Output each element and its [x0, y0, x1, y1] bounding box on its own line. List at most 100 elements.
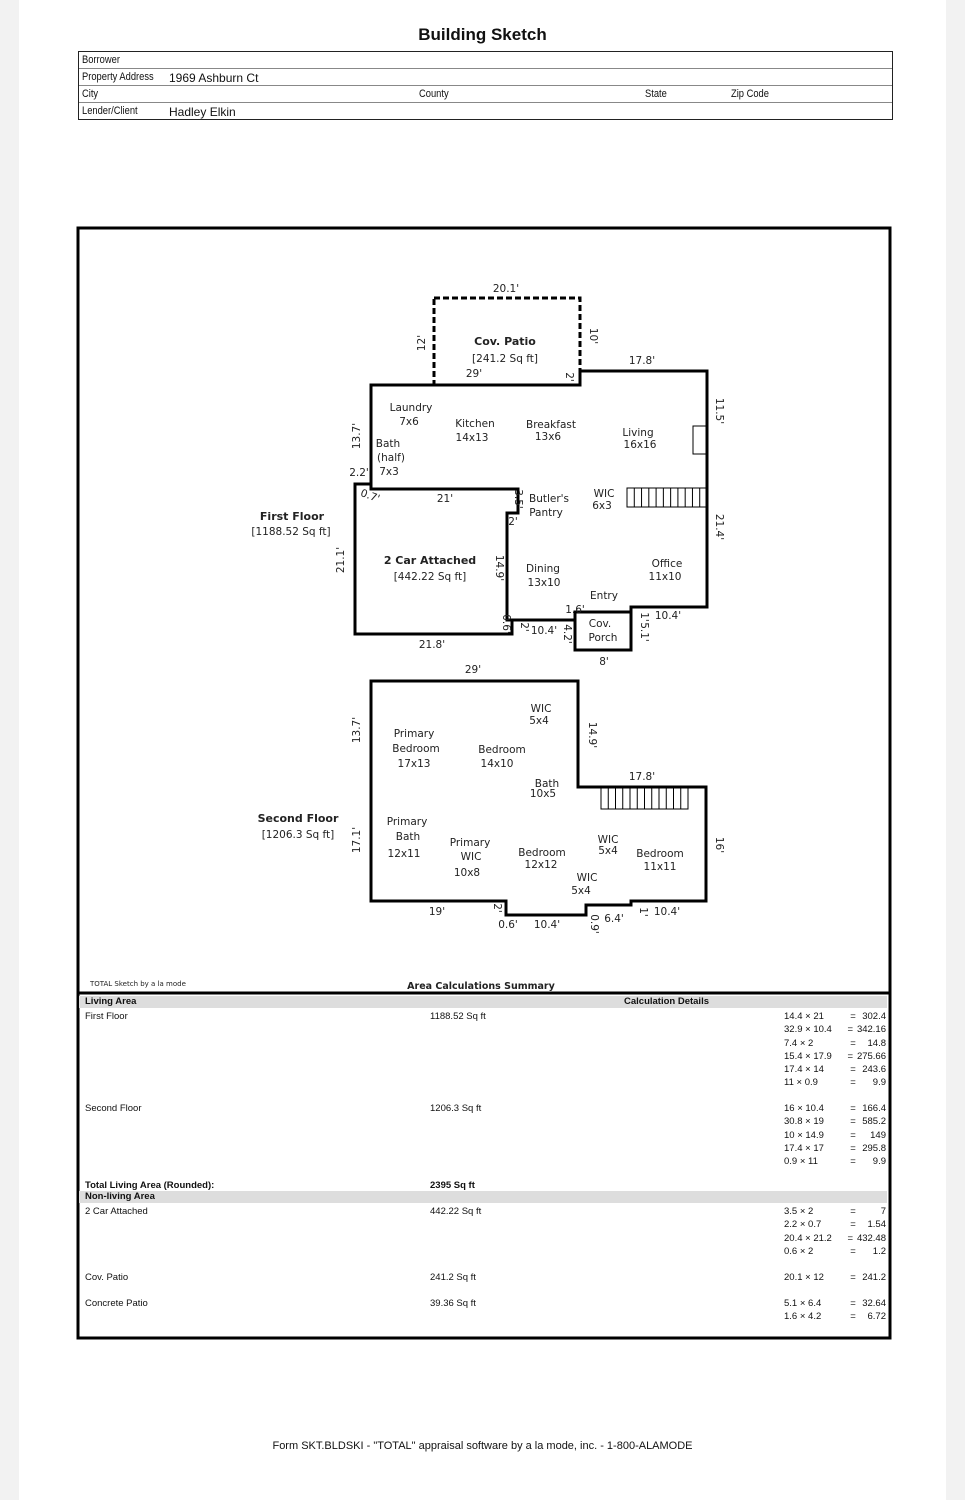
equals: =	[850, 1064, 856, 1076]
room-label: 6x3	[592, 500, 612, 512]
dimension-label: 10.4'	[534, 919, 560, 931]
room-label: Bedroom	[518, 847, 566, 859]
dimension-label: 10.4'	[654, 906, 680, 918]
equals: =	[850, 1245, 856, 1257]
dimension-label: 6.4'	[604, 913, 624, 925]
room-label: 13x6	[535, 431, 562, 443]
calc-row: 32.9 × 10.4=342.16	[784, 1024, 886, 1037]
result: 149	[870, 1129, 886, 1141]
dimension-label: 4.2'	[561, 624, 573, 644]
formula: 0.9 × 11	[784, 1156, 818, 1168]
calc-section-patio: Cov. Patio 241.2 Sq ft 20.1 × 12=241.2	[79, 1269, 887, 1295]
dimension-label: 0.6'	[500, 614, 512, 634]
lender-label: Lender/Client	[82, 105, 138, 117]
calc-row: 20.1 × 12=241.2	[784, 1272, 886, 1285]
dimension-label: 1'	[637, 907, 649, 917]
dimension-label: 19'	[429, 906, 445, 918]
calc-row: 30.8 × 19=585.2	[784, 1116, 886, 1129]
room-label: Bedroom	[392, 743, 440, 755]
result: 9.9	[872, 1156, 886, 1168]
equals: =	[850, 1272, 856, 1283]
room-label: Primary	[450, 837, 491, 849]
calc-row: 1.6 × 4.2=6.72	[784, 1311, 886, 1324]
formula: 15.4 × 17.9	[784, 1050, 832, 1062]
equals: =	[847, 1050, 853, 1062]
area-value: 39.36 Sq ft	[430, 1298, 476, 1309]
calc-row: 17.4 × 14=243.6	[784, 1064, 886, 1077]
dimension-label: 16'	[713, 837, 725, 853]
lender-value: Hadley Elkin	[169, 105, 236, 119]
formula: 14.4 × 21	[784, 1011, 824, 1022]
summary-title: Area Calculations Summary	[407, 981, 555, 992]
formula: 32.9 × 10.4	[784, 1024, 832, 1036]
county-label: County	[419, 88, 449, 100]
room-label: Office	[652, 558, 683, 570]
room-label: 14x13	[456, 432, 489, 444]
cov-porch-outline	[573, 610, 633, 652]
area-name: Second Floor	[85, 1103, 142, 1114]
dimension-label: 10'	[587, 328, 599, 344]
area-name: First Floor	[85, 1011, 128, 1022]
dimension-label: 12'	[416, 335, 428, 351]
room-label: 12x12	[525, 859, 558, 871]
area-name: Concrete Patio	[85, 1298, 148, 1309]
area-name: Cov. Patio	[85, 1272, 129, 1283]
room-label: WIC	[594, 488, 615, 500]
fireplace	[692, 425, 708, 455]
second-floor-outline	[369, 679, 708, 917]
room-label: 5x4	[571, 885, 591, 897]
total-value: 2395 Sq ft	[430, 1180, 475, 1191]
formula: 30.8 × 19	[784, 1116, 824, 1128]
room-label: 11x10	[649, 571, 682, 583]
result: 166.4	[862, 1103, 886, 1114]
room-label: 5x4	[529, 715, 549, 727]
dimension-label: 0.9'	[588, 914, 600, 934]
dimension-label: 8'	[599, 656, 609, 668]
result: 9.9	[872, 1077, 886, 1089]
area-value: 241.2 Sq ft	[430, 1272, 476, 1283]
room-label: Dining	[526, 563, 560, 575]
garage-outline	[353, 482, 514, 636]
dimension-label: 2.2'	[349, 467, 369, 479]
dimension-label: 10.4'	[531, 625, 557, 637]
footer: Form SKT.BLDSKI - "TOTAL" appraisal soft…	[272, 1440, 693, 1452]
formula: 17.4 × 17	[784, 1142, 824, 1154]
dimension-label: 20.1'	[493, 283, 519, 295]
dimension-label: 10.4'	[655, 610, 681, 622]
living-area-label: Living Area	[85, 996, 137, 1007]
calc-row: 15.4 × 17.9=275.66	[784, 1051, 886, 1064]
garage-area: [442.22 Sq ft]	[394, 571, 467, 583]
equals: =	[850, 1311, 856, 1323]
dimension-label: 2'	[563, 372, 575, 382]
equals: =	[850, 1116, 856, 1128]
room-label: Breakfast	[526, 419, 576, 431]
dimension-label: 0.6'	[498, 919, 518, 931]
calc-details-label: Calculation Details	[624, 996, 709, 1007]
room-label: Butler's	[529, 493, 569, 505]
room-label: 11x11	[644, 861, 677, 873]
sketch-credit: TOTAL Sketch by a la mode	[89, 980, 186, 988]
living-area-header: Living Area Calculation Details	[79, 996, 887, 1008]
result: 7	[880, 1206, 886, 1217]
equals: =	[850, 1298, 856, 1309]
equals: =	[850, 1219, 856, 1231]
result: 432.48	[856, 1232, 886, 1244]
calc-row: 16 × 10.4=166.4	[784, 1103, 886, 1116]
non-living-header: Non-living Area	[79, 1191, 887, 1203]
page: Building Sketch Borrower Property Addres…	[19, 0, 946, 1500]
room-label: 12x11	[388, 848, 421, 860]
calc-row: 20.4 × 21.2=432.48	[784, 1233, 886, 1246]
dimension-label: 1'	[638, 612, 650, 622]
formula: 7.4 × 2	[784, 1037, 814, 1049]
dimension-label: 21.8'	[419, 639, 445, 651]
address-value: 1969 Ashburn Ct	[169, 71, 259, 85]
equals: =	[850, 1129, 856, 1141]
equals: =	[847, 1024, 853, 1036]
formula: 0.6 × 2	[784, 1245, 814, 1257]
formula: 17.4 × 14	[784, 1064, 824, 1076]
sketch-frame	[76, 226, 892, 1340]
